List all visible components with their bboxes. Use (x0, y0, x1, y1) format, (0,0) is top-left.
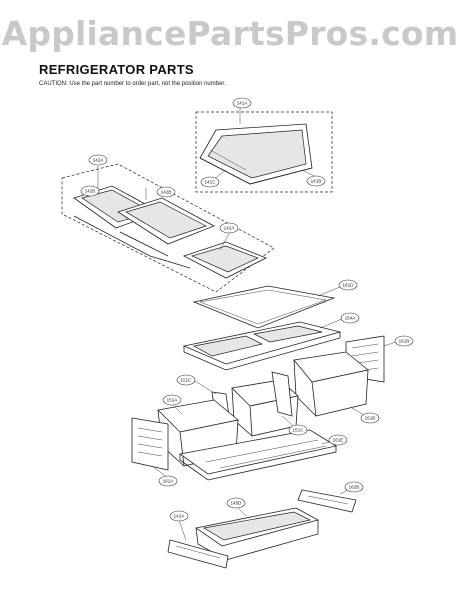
callout-151A: 151A (162, 394, 182, 406)
callout-141B: 141B (306, 175, 326, 187)
rail-162B (297, 489, 357, 513)
callout-142B-center: 142B (156, 186, 176, 198)
shelf-assembly-142 (61, 163, 275, 293)
caution-note: CAUTION: Use the part number to order pa… (39, 81, 226, 87)
svg-text:142A: 142A (93, 158, 105, 163)
svg-text:142B: 142B (85, 189, 96, 194)
svg-text:151A: 151A (167, 398, 179, 403)
callout-145D: 145D (226, 497, 246, 509)
page-title: REFRIGERATOR PARTS (39, 62, 194, 77)
callout-141C: 141C (200, 176, 220, 188)
svg-text:151C: 151C (181, 378, 193, 383)
callout-154A: 154A (340, 312, 360, 324)
svg-text:141C: 141C (205, 180, 217, 185)
svg-text:161D: 161D (343, 283, 355, 288)
callout-151C-right: 151C (288, 424, 308, 436)
svg-text:142B: 142B (161, 190, 172, 195)
svg-text:151C: 151C (293, 428, 305, 433)
svg-text:141B: 141B (311, 179, 322, 184)
callout-142A: 142A (88, 154, 108, 166)
vent-panel-161A (131, 417, 169, 471)
callout-141A: 141A (232, 97, 252, 109)
crisper-cover-154A (182, 321, 342, 371)
callout-161D: 161D (338, 279, 358, 291)
svg-text:161B: 161B (399, 339, 410, 344)
svg-text:141A: 141A (237, 101, 249, 106)
glass-shelf-161D (192, 285, 336, 329)
callout-161A: 161A (158, 475, 178, 487)
crisper-drawer-151B (293, 351, 369, 417)
callout-142A-right: 142A (219, 222, 239, 234)
callout-151B: 151B (360, 412, 380, 424)
callout-162B: 162B (344, 481, 364, 493)
watermark: AppliancePartsPros.com (1, 14, 459, 53)
callout-142B-left: 142B (80, 185, 100, 197)
callout-151C-left: 151C (176, 374, 196, 386)
svg-text:142A: 142A (174, 514, 186, 519)
callout-161E: 161E (328, 434, 348, 446)
svg-text:154A: 154A (345, 316, 357, 321)
svg-text:151B: 151B (365, 416, 376, 421)
svg-text:145D: 145D (231, 501, 243, 506)
svg-text:161A: 161A (163, 479, 175, 484)
svg-text:162B: 162B (349, 485, 360, 490)
callout-161B: 161B (394, 335, 414, 347)
svg-text:142A: 142A (224, 226, 236, 231)
rail-142A (167, 539, 229, 569)
shelf-assembly-141 (195, 108, 333, 193)
tray-base-161E (179, 429, 338, 481)
callout-142A-bottom: 142A (169, 510, 189, 522)
svg-text:161E: 161E (333, 438, 344, 443)
